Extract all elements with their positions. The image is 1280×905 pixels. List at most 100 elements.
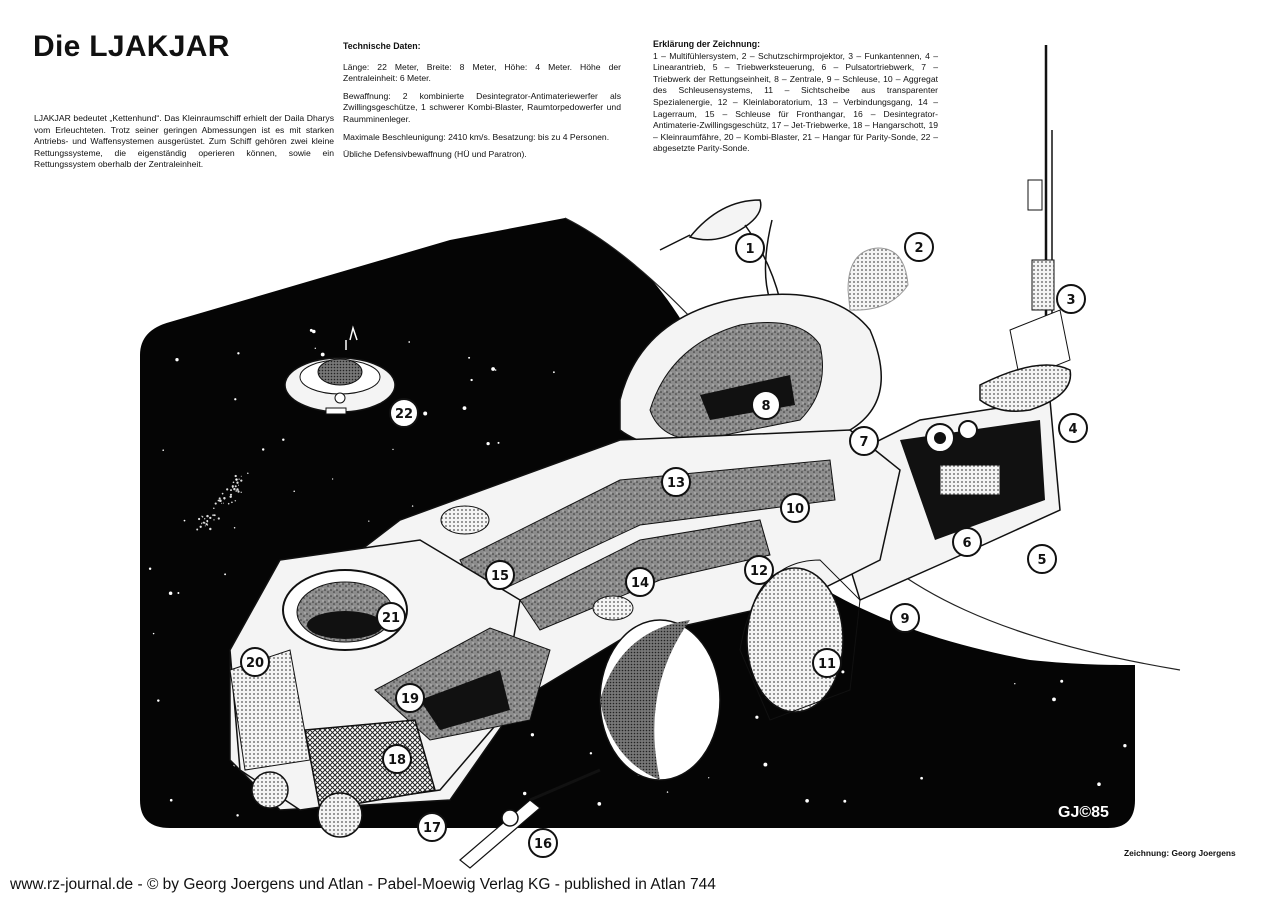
callout-22: 22: [389, 398, 419, 428]
nebula-dot: [213, 514, 216, 517]
callout-circle: [890, 603, 920, 633]
callout-number: 17: [423, 821, 441, 836]
callout-circle: [661, 467, 691, 497]
nebula-dot: [240, 479, 243, 482]
star: [314, 347, 317, 350]
star: [1097, 782, 1101, 786]
callout-11: 11: [812, 648, 842, 678]
callout-circle: [751, 390, 781, 420]
nebula-dot: [223, 496, 226, 500]
nebula-cluster: [196, 472, 249, 531]
callout-number: 15: [491, 569, 509, 584]
tech-acceleration-crew: Maximale Beschleunigung: 2410 km/s. Besa…: [343, 131, 610, 142]
star: [224, 573, 227, 576]
nebula-dot: [203, 522, 206, 524]
callout-5: 5: [1027, 544, 1057, 574]
star: [411, 505, 414, 507]
drawing-credit: Zeichnung: Georg Joergens: [1124, 848, 1236, 858]
callout-number: 20: [246, 656, 264, 671]
star: [1099, 387, 1102, 391]
star: [920, 776, 923, 780]
nebula-dot: [196, 528, 199, 531]
callout-number: 21: [382, 611, 400, 626]
nebula-dot: [238, 478, 240, 480]
nebula-dot: [230, 489, 232, 492]
star: [1052, 697, 1056, 702]
star: [282, 438, 285, 441]
star: [755, 715, 759, 719]
star: [157, 699, 160, 702]
callout-8: 8: [751, 390, 781, 420]
callout-3: 3: [1056, 284, 1086, 314]
footer-copyright: www.rz-journal.de - © by Georg Joergens …: [10, 876, 716, 893]
star: [148, 567, 152, 570]
star: [805, 798, 809, 803]
callout-number: 8: [761, 399, 770, 414]
intro-paragraph: LJAKJAR bedeutet „Kettenhund“. Das Klein…: [34, 113, 334, 170]
nebula-dot: [227, 502, 230, 505]
nebula-dot: [231, 485, 234, 488]
nebula-dot: [240, 491, 242, 493]
tech-dimensions: Länge: 22 Meter, Breite: 8 Meter, Höhe: …: [343, 61, 621, 84]
nebula-dot: [236, 488, 239, 491]
callout-21: 21: [376, 602, 406, 632]
tech-armament: Bewaffnung: 2 kombinierte Desintegrator-…: [343, 90, 621, 124]
callout-18: 18: [382, 744, 412, 774]
callout-circle: [744, 555, 774, 585]
callout-circle: [780, 493, 810, 523]
star: [235, 478, 238, 481]
star: [597, 802, 602, 806]
callout-number: 12: [750, 564, 768, 579]
callout-number: 2: [914, 241, 923, 256]
star: [843, 799, 847, 803]
star: [312, 329, 316, 334]
callout-7: 7: [849, 426, 879, 456]
star: [169, 798, 173, 802]
star: [309, 328, 313, 332]
star: [1014, 683, 1016, 685]
nebula-dot: [222, 502, 224, 504]
callout-circle: [389, 398, 419, 428]
nebula-dot: [204, 525, 206, 527]
star: [1003, 616, 1007, 620]
callout-20: 20: [240, 647, 270, 677]
callout-1: 1: [735, 233, 765, 263]
star: [666, 791, 669, 793]
nebula-dot: [209, 516, 212, 520]
callout-13: 13: [661, 467, 691, 497]
callout-4: 4: [1058, 413, 1088, 443]
technical-data-heading: Technische Daten:: [343, 41, 421, 51]
legend-text: 1 – Multifühlersystem, 2 – Schutzschirmp…: [653, 50, 938, 154]
callout-circle: [417, 812, 447, 842]
callout-17: 17: [417, 812, 447, 842]
nebula-dot: [221, 492, 224, 495]
callout-number: 18: [388, 753, 406, 768]
nebula-dot: [237, 484, 240, 486]
nebula-dot: [205, 523, 208, 526]
star: [237, 352, 240, 355]
callout-number: 6: [962, 536, 971, 551]
nebula-dot: [201, 515, 203, 517]
callout-6: 6: [952, 527, 982, 557]
callout-circle: [1058, 413, 1088, 443]
nebula-dot: [212, 514, 214, 516]
star: [470, 378, 473, 382]
callout-circle: [904, 232, 934, 262]
callout-circle: [952, 527, 982, 557]
nebula-dot: [201, 522, 203, 524]
callout-2: 2: [904, 232, 934, 262]
nebula-dot: [234, 474, 237, 478]
nebula-dot: [206, 520, 209, 522]
star: [234, 398, 237, 401]
star: [708, 777, 710, 779]
star: [497, 441, 500, 444]
star: [491, 367, 495, 371]
star: [168, 591, 173, 595]
nebula-dot: [221, 502, 223, 504]
nebula-dot: [206, 514, 209, 518]
nebula-dot: [233, 487, 236, 491]
nebula-dot: [229, 495, 232, 499]
technical-data-section: Technische Daten: Länge: 22 Meter, Breit…: [343, 41, 621, 167]
callout-number: 13: [667, 476, 685, 491]
star: [320, 352, 325, 357]
